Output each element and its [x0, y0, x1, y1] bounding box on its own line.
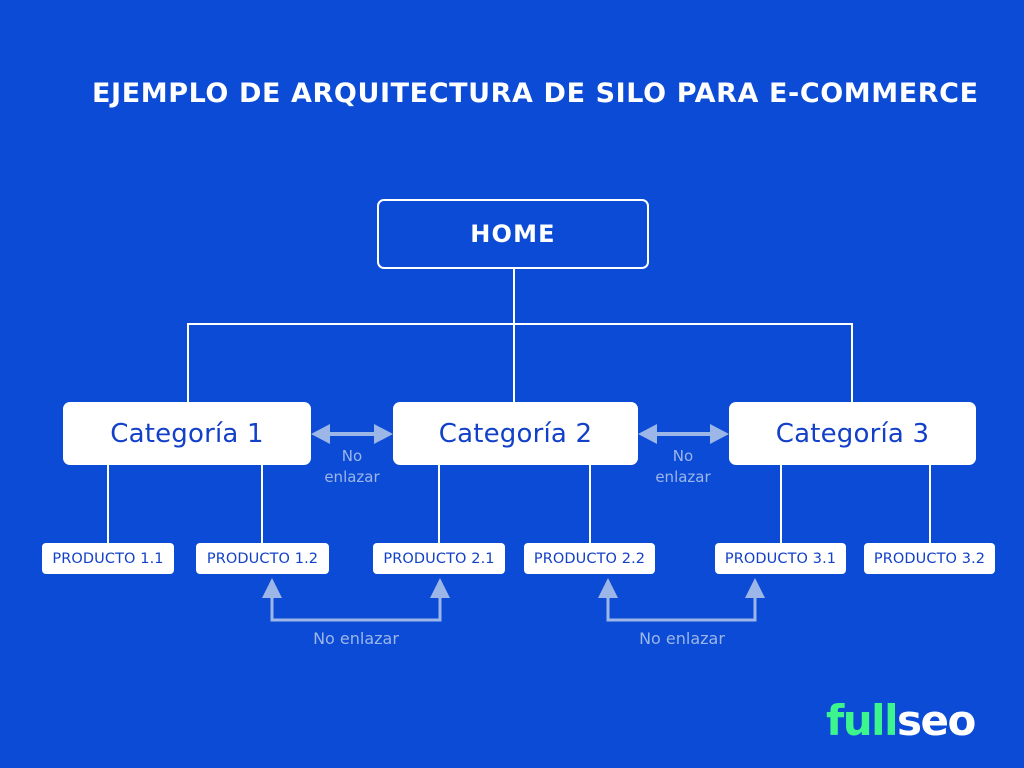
connector-category-3-to-product-31	[780, 465, 782, 544]
connector-bus-horizontal	[187, 323, 853, 325]
node-category-3[interactable]: Categoría 3	[729, 402, 976, 465]
connector-category-1-to-product-12	[261, 465, 263, 544]
connector-bus-to-category-1	[187, 323, 189, 403]
node-product-3-2[interactable]: PRODUCTO 3.2	[864, 543, 995, 574]
note-no-link-cat1-cat2-line2: enlazar	[324, 467, 380, 486]
connector-bus-to-category-3	[851, 323, 853, 403]
brand-logo-seo: seo	[896, 696, 976, 745]
note-no-link-products-right: No enlazar	[639, 629, 725, 648]
node-product-3-1[interactable]: PRODUCTO 3.1	[715, 543, 846, 574]
connector-bus-to-category-2	[513, 323, 515, 403]
node-product-2-1[interactable]: PRODUCTO 2.1	[373, 543, 505, 574]
node-product-2-2-label: PRODUCTO 2.2	[533, 550, 646, 567]
node-category-3-label: Categoría 3	[775, 418, 930, 449]
connector-category-2-to-product-21	[438, 465, 440, 544]
connector-home-down	[513, 269, 515, 324]
note-no-link-cat2-cat3: No enlazar	[638, 446, 728, 487]
brand-logo: fullseo	[826, 700, 976, 742]
connector-category-1-to-product-11	[107, 465, 109, 544]
page-title: EJEMPLO DE ARQUITECTURA DE SILO PARA E-C…	[92, 78, 979, 109]
note-no-link-cat2-cat3-line1: No	[672, 447, 694, 465]
node-category-2-label: Categoría 2	[438, 418, 593, 449]
node-product-2-2[interactable]: PRODUCTO 2.2	[524, 543, 655, 574]
node-category-1-label: Categoría 1	[110, 418, 264, 449]
node-product-3-1-label: PRODUCTO 3.1	[724, 550, 837, 567]
note-no-link-cat2-cat3-line2: enlazar	[655, 467, 711, 486]
brand-logo-full: full	[826, 696, 898, 745]
node-home[interactable]: HOME	[377, 199, 649, 269]
node-product-3-2-label: PRODUCTO 3.2	[873, 550, 986, 567]
note-no-link-products-left: No enlazar	[313, 629, 399, 648]
node-product-2-1-label: PRODUCTO 2.1	[383, 550, 495, 567]
node-home-label: HOME	[470, 220, 556, 248]
bracket-arrow-icon-prod22-prod31	[598, 578, 765, 622]
double-arrow-icon-cat2-cat3	[638, 424, 729, 444]
double-arrow-icon-cat1-cat2	[311, 424, 393, 444]
note-no-link-cat1-cat2-line1: No	[341, 447, 363, 465]
node-category-2[interactable]: Categoría 2	[393, 402, 638, 465]
node-product-1-1[interactable]: PRODUCTO 1.1	[42, 543, 174, 574]
node-product-1-2[interactable]: PRODUCTO 1.2	[196, 543, 329, 574]
node-category-1[interactable]: Categoría 1	[63, 402, 311, 465]
node-product-1-2-label: PRODUCTO 1.2	[206, 550, 319, 567]
bracket-arrow-icon-prod12-prod21	[262, 578, 450, 622]
note-no-link-cat1-cat2: No enlazar	[307, 446, 397, 487]
connector-category-3-to-product-32	[929, 465, 931, 544]
connector-category-2-to-product-22	[589, 465, 591, 544]
node-product-1-1-label: PRODUCTO 1.1	[52, 550, 164, 567]
